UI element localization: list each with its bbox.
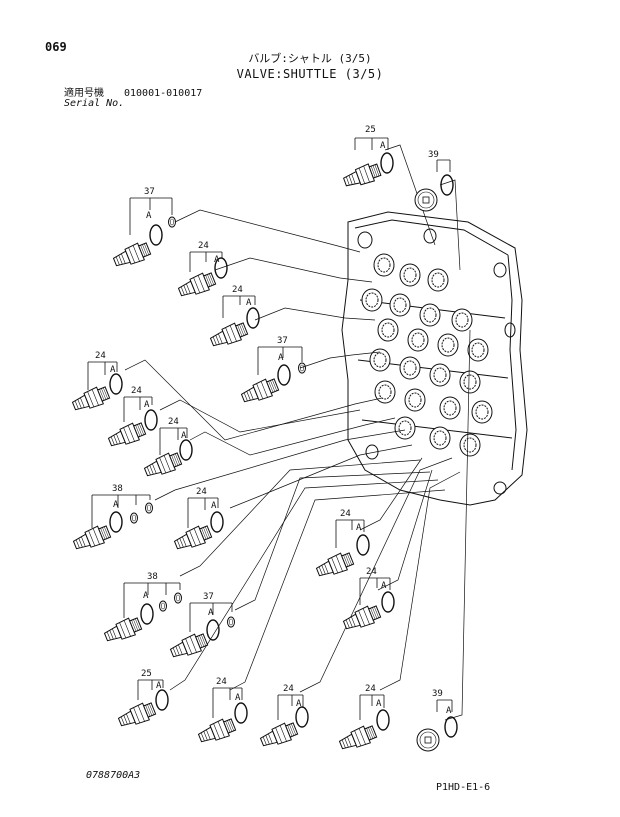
callout-24-11: 24	[365, 684, 376, 694]
title-japanese: バルブ:シャトル (3/5)	[248, 52, 372, 65]
plug-39-top	[414, 188, 438, 212]
ref-a: A	[446, 706, 452, 716]
ref-a: A	[214, 255, 220, 265]
fitting-24-9	[196, 715, 238, 747]
fitting-24-1	[176, 269, 218, 301]
fitting-37-mid	[239, 375, 281, 407]
callout-24-4: 24	[131, 386, 142, 396]
callout-24-1: 24	[198, 241, 209, 251]
ref-a: A	[181, 431, 187, 441]
page-number: 069	[45, 40, 67, 54]
fitting-24-11	[337, 722, 379, 754]
ref-a: A	[211, 501, 217, 511]
ref-letters: A A A A A A A A A A A A A A A A A A A	[110, 141, 452, 716]
callout-37-bottom: 37	[203, 592, 214, 602]
callout-24-5: 24	[168, 417, 179, 427]
fitting-24-8	[341, 602, 383, 634]
ref-a: A	[156, 681, 162, 691]
callout-25-bottom: 25	[141, 669, 152, 679]
plug-39-bottom	[416, 728, 440, 752]
fitting-24-5	[142, 449, 184, 481]
ref-a: A	[356, 523, 362, 533]
fitting-24-10	[258, 719, 300, 751]
ref-a: A	[143, 591, 149, 601]
ref-a: A	[146, 211, 152, 221]
fitting-24-7	[314, 549, 356, 581]
ref-a: A	[235, 693, 241, 703]
callout-39-top: 39	[428, 150, 439, 160]
fitting-37-bottom	[168, 630, 210, 662]
callout-39-bottom: 39	[432, 689, 443, 699]
sheet-id: P1HD-E1-6	[436, 782, 491, 793]
callout-25-top: 25	[365, 125, 376, 135]
fitting-25-bottom	[116, 699, 158, 731]
fitting-25-top	[341, 160, 383, 191]
fittings	[70, 160, 383, 754]
fitting-24-2	[208, 319, 250, 351]
ref-a: A	[208, 608, 214, 618]
callout-24-7: 24	[340, 509, 351, 519]
fitting-24-3	[70, 383, 112, 415]
valve-ports	[361, 253, 493, 457]
serial-range: 010001-010017	[124, 88, 203, 99]
drawing-number: 0788700A3	[86, 770, 141, 781]
callout-24-9: 24	[216, 677, 227, 687]
fitting-24-4	[106, 419, 148, 451]
ref-a: A	[381, 581, 387, 591]
ref-a: A	[246, 298, 252, 308]
callout-37-mid: 37	[277, 336, 288, 346]
fitting-38-bottom	[102, 614, 144, 646]
ref-a: A	[110, 365, 116, 375]
callout-37-top: 37	[144, 187, 155, 197]
callout-24-3: 24	[95, 351, 106, 361]
ref-a: A	[380, 141, 386, 151]
leader-lines	[124, 144, 471, 721]
serial-label-japanese: 適用号機	[64, 88, 104, 99]
ref-a: A	[376, 699, 382, 709]
callout-numbers: 25 39 37 24 24 37 24 24 24 38 24 24 24 3…	[95, 125, 443, 699]
fitting-37-top	[111, 239, 153, 271]
callout-24-6: 24	[196, 487, 207, 497]
callout-24-2: 24	[232, 285, 243, 295]
callout-38-top: 38	[112, 484, 123, 494]
callout-24-10: 24	[283, 684, 294, 694]
ref-a: A	[144, 400, 150, 410]
callout-brackets	[87, 137, 453, 720]
callout-38-bottom: 38	[147, 572, 158, 582]
title-english: VALVE:SHUTTLE (3/5)	[236, 67, 384, 81]
serial-label-english: Serial No.	[64, 98, 125, 109]
ref-a: A	[113, 500, 119, 510]
ref-a: A	[296, 699, 302, 709]
callout-24-8: 24	[366, 567, 377, 577]
ref-a: A	[278, 353, 284, 363]
fitting-24-6	[172, 522, 214, 554]
